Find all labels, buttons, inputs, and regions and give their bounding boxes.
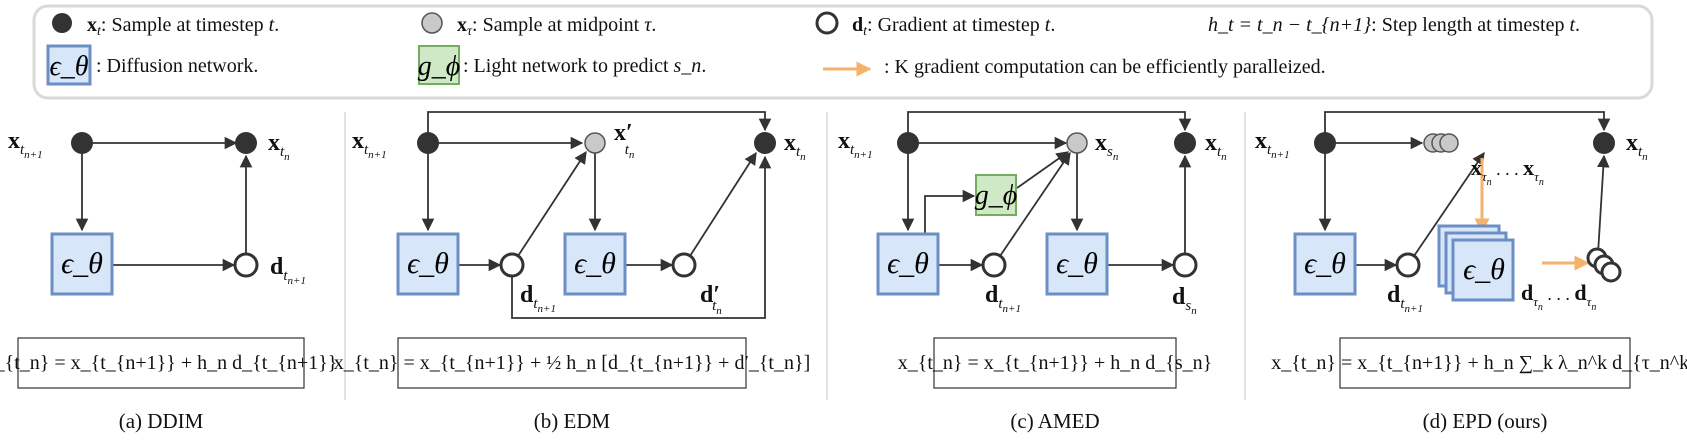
legend-gradient-label: dt: Gradient at timestep t. [852, 14, 1055, 39]
diffusion-network-box [876, 232, 940, 296]
diffusion-network-box [50, 232, 114, 296]
edge [907, 111, 1192, 143]
gradient-node [233, 252, 259, 278]
edge [689, 151, 757, 257]
diffusion-network-stack-box [1451, 238, 1515, 302]
equation: x_{t_n} = x_{t_{n+1}} + h_n ∑_k λ_n^k d_… [1271, 352, 1687, 374]
legend-diffusion-symbol: ϵ_θ [49, 51, 88, 82]
equation: x_{t_n} = x_{t_{n+1}} + h_n d_{t_{n+1}} [0, 352, 337, 374]
edge [999, 151, 1071, 257]
sample-node [235, 132, 257, 154]
legend-light-network-symbol: g_ϕ [418, 51, 461, 82]
diffusion-network-box [396, 232, 460, 296]
diffusion-network-box [563, 232, 627, 296]
diffusion-network-box [1045, 232, 1109, 296]
diffusion-symbol: ϵ_θ [1463, 253, 1505, 286]
edge [511, 155, 772, 319]
sample-node [417, 132, 439, 154]
legend-diffusion-network-icon [46, 44, 92, 86]
legend-midpoint-node-icon [421, 12, 443, 34]
diffusion-symbol: ϵ_θ [407, 247, 449, 280]
gradient-node [1172, 252, 1198, 278]
label-x-tn: xtn [268, 130, 290, 163]
label-d-prime-tn: d′tn [700, 282, 722, 317]
midpoint-node [1439, 133, 1459, 153]
label-x-tn1: xtn+1 [8, 128, 43, 161]
diffusion-network-box [1293, 232, 1357, 296]
gradient-node [1395, 252, 1421, 278]
panel-epd: ϵ_θ ϵ_θ xtn+1 xτn . . . xτn xtn dtn+1 dτ… [1255, 111, 1687, 433]
label-x-tn: xtn [1626, 130, 1648, 163]
label-x-tn1: xtn+1 [1255, 128, 1290, 161]
diffusion-symbol: ϵ_θ [61, 247, 103, 280]
sample-node [71, 132, 93, 154]
legend-gradient-node-icon [815, 11, 839, 35]
light-network-symbol: g_ϕ [975, 180, 1018, 211]
label-d-tn1: dtn+1 [270, 254, 306, 287]
edge [517, 150, 587, 257]
legend-step-length-label: h_t = t_n − t_{n+1}: Step length at time… [1208, 14, 1580, 36]
edge [427, 111, 772, 143]
panel-edm: ϵ_θ ϵ_θ xtn+1 x′tn xtn dtn+1 d′tn x_{t_n… [334, 111, 811, 433]
legend-midpoint-label: xτ: Sample at midpoint τ. [457, 14, 656, 39]
label-d-tn1: dtn+1 [985, 282, 1021, 315]
legend-light-network-icon [418, 45, 460, 85]
midpoint-node [1066, 132, 1088, 154]
legend: xt: Sample at timestep t. xτ: Sample at … [32, 4, 1654, 100]
equation-box [1339, 337, 1631, 389]
label-x-sn: xsn [1095, 130, 1119, 163]
diffusion-symbol: ϵ_θ [574, 247, 616, 280]
label-x-tn: xtn [1205, 130, 1227, 163]
sample-node [1593, 132, 1615, 154]
midpoint-node [584, 132, 606, 154]
panel-ddim: ϵ_θ xtn+1 xtn dtn+1 x_{t_n} = x_{t_{n+1}… [0, 128, 337, 433]
label-d-tau-set: dτn . . . dτn [1521, 280, 1596, 313]
equation: x_{t_n} = x_{t_{n+1}} + ½ h_n [d_{t_{n+1… [334, 352, 811, 374]
equation-box [17, 337, 305, 389]
label-x-tn1: xtn+1 [838, 128, 873, 161]
diffusion-symbol: ϵ_θ [1304, 247, 1346, 280]
panel-amed: g_ϕ ϵ_θ ϵ_θ xtn+1 xsn xtn dtn+1 dsn x_{t… [838, 111, 1227, 433]
label-x-tn1: xtn+1 [352, 128, 387, 161]
legend-light-network-text: : Light network to predict s_n. [463, 55, 706, 77]
sample-node [1174, 132, 1196, 154]
label-x-tau-set: xτn . . . xτn [1471, 155, 1544, 188]
gradient-node [671, 252, 697, 278]
label-d-tn1: dtn+1 [520, 282, 556, 315]
legend-sample-label: xt: Sample at timestep t. [87, 14, 279, 39]
equation-box [397, 337, 747, 389]
label-d-tn1: dtn+1 [1387, 282, 1423, 315]
edge [924, 189, 976, 234]
equation-box [933, 337, 1177, 389]
equation: x_{t_n} = x_{t_{n+1}} + h_n d_{s_n} [898, 352, 1213, 374]
edge [1597, 154, 1610, 255]
panel-caption: (c) AMED [1010, 409, 1099, 433]
diffusion-symbol: ϵ_θ [1056, 247, 1098, 280]
sample-node [754, 132, 776, 154]
gradient-node [1600, 261, 1622, 283]
edge [1413, 151, 1485, 257]
light-network-box [975, 174, 1017, 216]
edge [1016, 151, 1070, 189]
diffusion-symbol: ϵ_θ [887, 247, 929, 280]
legend-parallel-text: : K gradient computation can be efficien… [884, 56, 1326, 78]
gradient-node [499, 252, 525, 278]
label-x-tn: xtn [784, 130, 806, 163]
label-x-prime-tn: x′tn [614, 120, 635, 161]
legend-sample-node-icon [52, 13, 72, 33]
panel-caption: (b) EDM [534, 409, 611, 433]
legend-diffusion-text: : Diffusion network. [96, 55, 258, 77]
sample-node [1314, 132, 1336, 154]
sample-node [897, 132, 919, 154]
panel-caption: (d) EPD (ours) [1423, 409, 1548, 433]
panel-caption: (a) DDIM [119, 409, 204, 433]
edge [1324, 111, 1611, 143]
label-d-sn: dsn [1172, 284, 1197, 317]
gradient-node [981, 252, 1007, 278]
